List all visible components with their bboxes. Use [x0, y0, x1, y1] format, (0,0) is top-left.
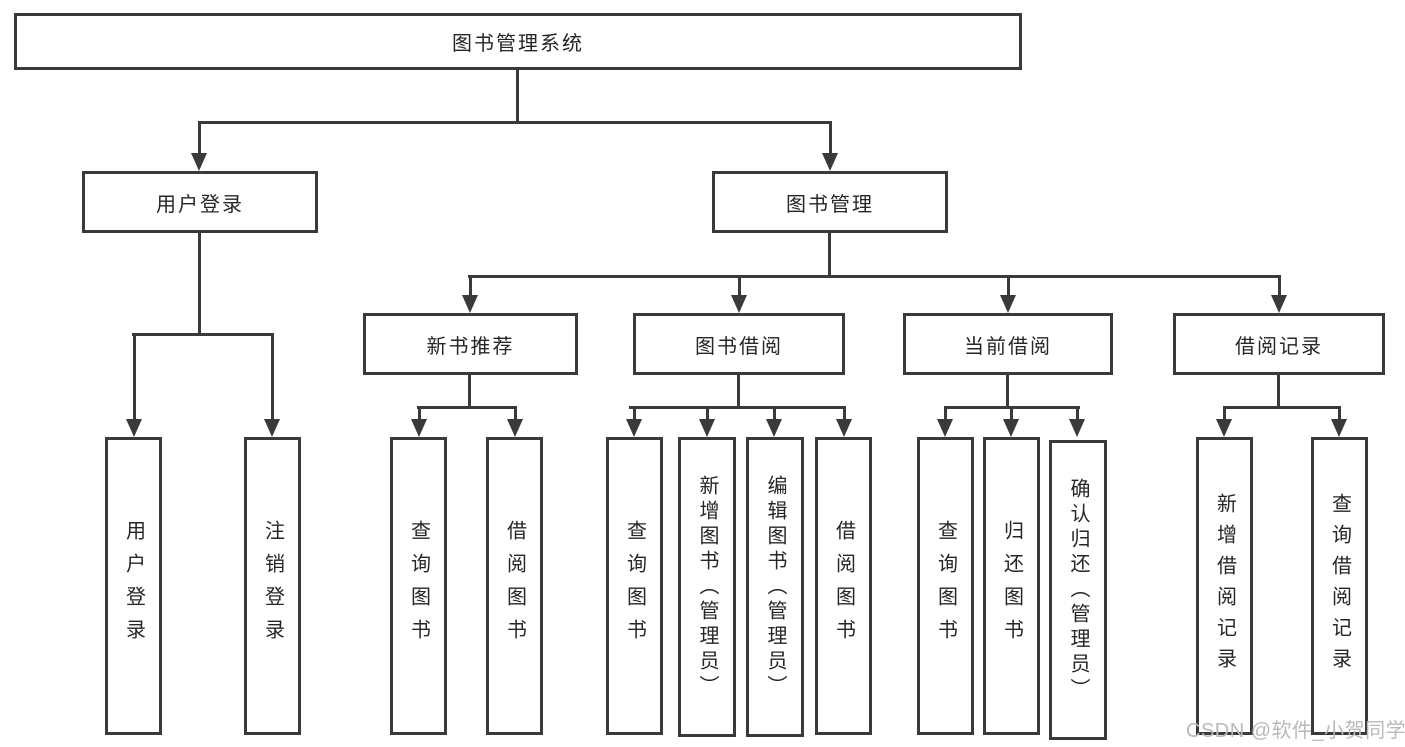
- leaf-label: 确认归还（管理员）: [1067, 477, 1089, 703]
- connector-book-borrow-hbar: [629, 406, 844, 409]
- leaf-label: 新增借阅记录: [1213, 493, 1236, 679]
- leaf-borrow-books-recommend: 借阅图书: [486, 437, 543, 735]
- connector-arrow-query-books-3: [937, 406, 953, 437]
- connector-user-login-stem: [198, 233, 201, 336]
- leaf-label: 借阅图书: [503, 520, 526, 652]
- connector-arrow-book-management: [822, 121, 838, 171]
- connector-arrow-borrow-books-2: [836, 406, 852, 437]
- node-book-management: 图书管理: [712, 171, 948, 233]
- connector-arrow-borrow-records: [1271, 275, 1287, 313]
- connector-new-book-hbar: [417, 406, 517, 409]
- connector-arrow-borrow-books-1: [507, 406, 523, 437]
- connector-arrow-new-book: [462, 275, 478, 313]
- connector-arrow-edit-books: [766, 406, 782, 437]
- connector-user-login-hbar: [132, 333, 274, 336]
- leaf-user-login: 用户登录: [105, 437, 162, 735]
- connector-book-borrow-stem: [737, 375, 740, 409]
- connector-arrow-add-books: [699, 406, 715, 437]
- connector-new-book-stem: [468, 375, 471, 409]
- leaf-borrow-books-borrow: 借阅图书: [815, 437, 872, 735]
- leaf-label: 归还图书: [1000, 520, 1023, 652]
- node-label: 用户登录: [156, 193, 244, 216]
- node-book-borrow: 图书借阅: [633, 313, 845, 375]
- csdn-watermark: CSDN @软件_小贺同学: [1186, 720, 1405, 742]
- connector-arrow-user-login: [191, 121, 207, 171]
- connector-arrow-book-borrow: [731, 275, 747, 313]
- leaf-add-books-admin: 新增图书（管理员）: [678, 437, 736, 737]
- node-label: 图书管理系统: [452, 33, 584, 55]
- connector-book-mgmt-stem: [828, 233, 831, 278]
- connector-root-hbar: [198, 121, 832, 124]
- leaf-label: 新增图书（管理员）: [696, 474, 718, 700]
- node-label: 图书借阅: [695, 335, 783, 358]
- leaf-add-borrow-record: 新增借阅记录: [1196, 437, 1253, 735]
- leaf-return-books: 归还图书: [983, 437, 1040, 735]
- leaf-label: 查询借阅记录: [1328, 493, 1351, 679]
- connector-root-stem: [516, 69, 519, 123]
- node-new-book-recommend: 新书推荐: [363, 313, 578, 375]
- leaf-label: 查询图书: [623, 520, 646, 652]
- connector-current-borrow-stem: [1006, 375, 1009, 409]
- leaf-query-books-current: 查询图书: [917, 437, 974, 735]
- connector-arrow-query-books-1: [411, 406, 427, 437]
- leaf-confirm-return-admin: 确认归还（管理员）: [1049, 440, 1107, 740]
- node-user-login: 用户登录: [82, 171, 318, 233]
- connector-arrow-query-books-2: [626, 406, 642, 437]
- node-library-management-system: 图书管理系统: [14, 13, 1022, 70]
- leaf-query-books-recommend: 查询图书: [390, 437, 447, 735]
- leaf-label: 借阅图书: [832, 520, 855, 652]
- leaf-label: 用户登录: [122, 520, 145, 652]
- connector-arrow-add-record: [1216, 406, 1232, 437]
- node-label: 当前借阅: [964, 335, 1052, 358]
- node-borrow-records: 借阅记录: [1173, 313, 1385, 375]
- leaf-label: 查询图书: [934, 520, 957, 652]
- node-label: 图书管理: [786, 193, 874, 216]
- leaf-label: 注销登录: [261, 520, 284, 652]
- leaf-label: 编辑图书（管理员）: [764, 474, 786, 700]
- leaf-query-borrow-record: 查询借阅记录: [1311, 437, 1368, 735]
- node-label: 借阅记录: [1235, 335, 1323, 358]
- connector-arrow-leaf-login: [126, 333, 142, 437]
- connector-arrow-query-record: [1331, 406, 1347, 437]
- node-label: 新书推荐: [426, 335, 515, 358]
- leaf-label: 查询图书: [407, 520, 430, 652]
- leaf-logout: 注销登录: [244, 437, 301, 735]
- connector-book-mgmt-hbar: [468, 275, 1281, 278]
- connector-arrow-current-borrow: [1000, 275, 1016, 313]
- leaf-query-books-borrow: 查询图书: [606, 437, 663, 735]
- connector-arrow-return-books: [1003, 406, 1019, 437]
- connector-borrow-records-hbar: [1223, 406, 1341, 409]
- node-current-borrow: 当前借阅: [903, 313, 1113, 375]
- connector-arrow-leaf-logout: [264, 333, 280, 437]
- leaf-edit-books-admin: 编辑图书（管理员）: [746, 437, 804, 737]
- connector-borrow-records-stem: [1277, 375, 1280, 409]
- connector-arrow-confirm-return: [1069, 406, 1085, 437]
